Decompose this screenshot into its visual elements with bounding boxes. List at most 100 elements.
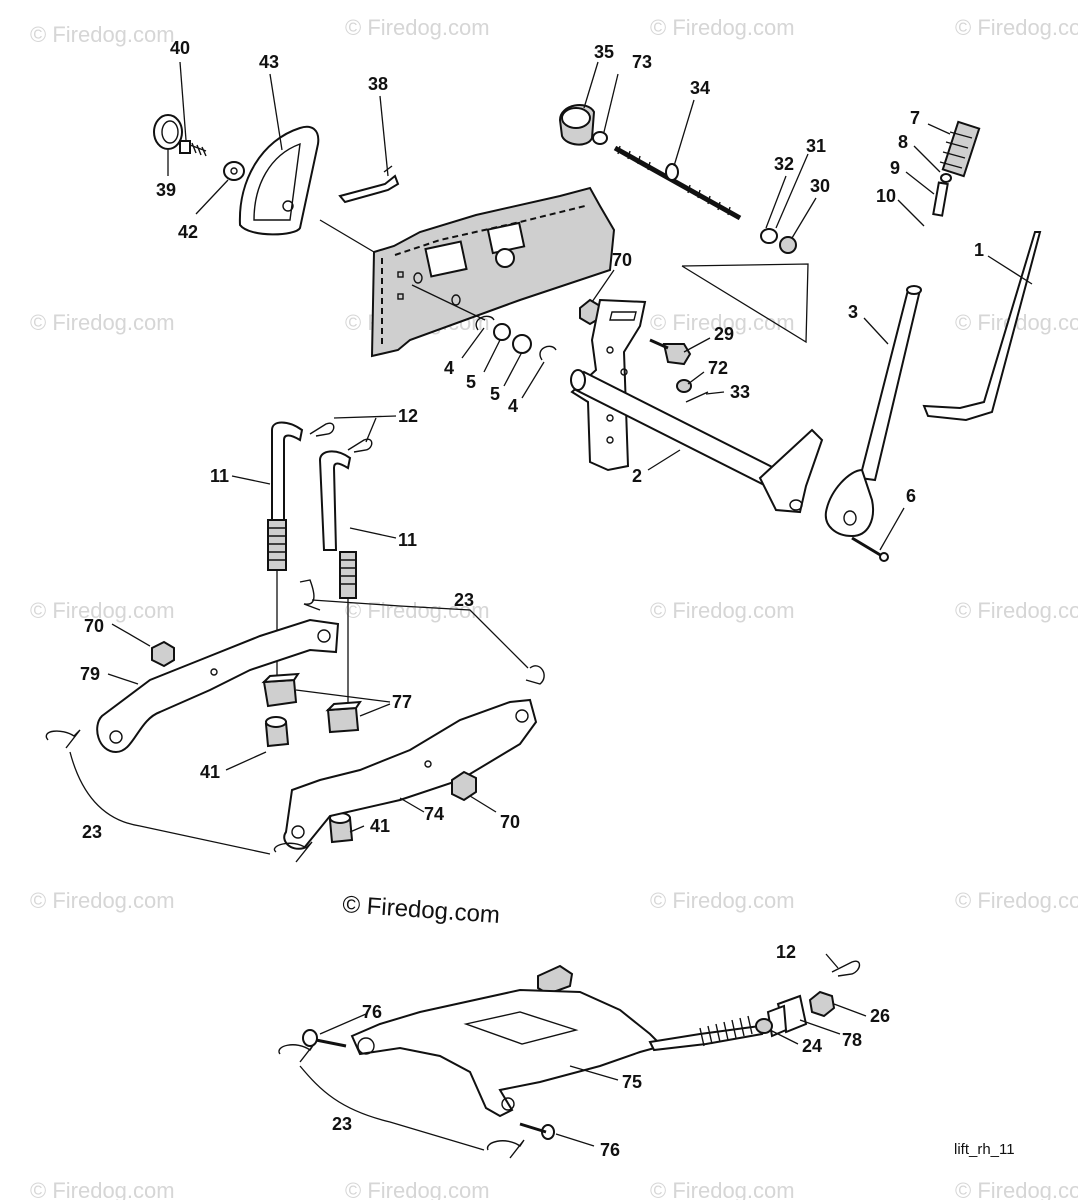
leader-lines	[107, 61, 1033, 1147]
callout-75: 75	[622, 1072, 642, 1092]
callout-24: 24	[802, 1036, 822, 1056]
part-70-flange-nut	[151, 640, 175, 668]
part-77-swivel-block	[261, 672, 362, 734]
part-35-knob	[558, 104, 596, 146]
callout-31: 31	[806, 136, 826, 156]
callout-7: 7	[910, 108, 920, 128]
part-76-pin	[302, 1029, 555, 1140]
copyright-text: © Firedog.com	[342, 891, 501, 929]
part-8-spring	[940, 173, 952, 183]
watermark-text: © Firedog.com	[650, 888, 795, 913]
part-78-clevis	[766, 994, 808, 1038]
part-73-washer	[592, 131, 608, 145]
callout-73: 73	[632, 52, 652, 72]
callout-33: 33	[730, 382, 750, 402]
watermark-text: © Firedog.com	[955, 888, 1078, 913]
callout-70: 70	[84, 616, 104, 636]
callout-35: 35	[594, 42, 614, 62]
part-2-lift-shaft	[570, 298, 824, 514]
watermark-text: © Firedog.com	[650, 15, 795, 40]
callout-1: 1	[974, 240, 984, 260]
callout-74: 74	[424, 804, 444, 824]
callout-5: 5	[490, 384, 500, 404]
part-3-lift-lever	[824, 285, 922, 538]
part-4-e-ring	[475, 315, 495, 331]
part-29-pivot	[649, 338, 692, 366]
callout-70: 70	[612, 250, 632, 270]
callout-4: 4	[508, 396, 518, 416]
watermark-text: © Firedog.com	[345, 15, 490, 40]
part-23-hairpin-clip	[278, 1043, 525, 1159]
callout-26: 26	[870, 1006, 890, 1026]
part-23-hairpin-clip	[45, 729, 313, 863]
part-72-nut	[676, 379, 692, 393]
watermark-text: © Firedog.com	[30, 1178, 175, 1200]
frame-bracket	[319, 186, 616, 358]
callout-12: 12	[776, 942, 796, 962]
watermark-layer: © Firedog.com © Firedog.com © Firedog.co…	[30, 15, 1078, 1200]
callout-labels: 40 43 38 39 42 35 73 34 32 31 30 7 8 9 1…	[80, 38, 984, 1160]
callout-72: 72	[708, 358, 728, 378]
callout-41: 41	[370, 816, 390, 836]
watermark-text: © Firedog.com	[345, 598, 490, 623]
part-1-rod	[922, 231, 1042, 422]
part-40-screw	[179, 140, 207, 157]
watermark-text: © Firedog.com	[30, 598, 175, 623]
callout-12: 12	[398, 406, 418, 426]
callout-5: 5	[466, 372, 476, 392]
part-70-flange-nut	[451, 770, 477, 802]
callout-23: 23	[332, 1114, 352, 1134]
part-9-button	[932, 181, 949, 217]
callout-43: 43	[259, 52, 279, 72]
part-24-nut	[755, 1018, 773, 1034]
callout-4: 4	[444, 358, 454, 378]
callout-11: 11	[398, 530, 417, 550]
callout-32: 32	[774, 154, 794, 174]
callout-42: 42	[178, 222, 198, 242]
callout-8: 8	[898, 132, 908, 152]
part-34-threaded-rod	[613, 145, 742, 221]
callout-39: 39	[156, 180, 176, 200]
part-23-hairpin-clip	[299, 579, 545, 685]
drawing-reference: lift_rh_11	[954, 1141, 1015, 1158]
part-4-e-ring	[539, 345, 557, 361]
part-39-cap	[153, 114, 183, 150]
callout-23: 23	[82, 822, 102, 842]
part-38-spring-clip	[338, 165, 400, 204]
watermark-text: © Firedog.com	[650, 1178, 795, 1200]
part-12-hairpin-clip	[309, 422, 373, 453]
part-42-washer	[223, 161, 245, 181]
callout-79: 79	[80, 664, 100, 684]
callout-70: 70	[500, 812, 520, 832]
part-11-lift-link	[267, 421, 357, 706]
part-33-screw	[685, 391, 709, 403]
callout-3: 3	[848, 302, 858, 322]
callout-23: 23	[454, 590, 474, 610]
watermark-text: © Firedog.com	[30, 888, 175, 913]
callout-29: 29	[714, 324, 734, 344]
watermark-text: © Firedog.com	[955, 15, 1078, 40]
watermark-text: © Firedog.com	[650, 310, 795, 335]
callout-6: 6	[906, 486, 916, 506]
watermark-text: © Firedog.com	[30, 22, 175, 47]
callout-41: 41	[200, 762, 220, 782]
callout-77: 77	[392, 692, 412, 712]
callout-9: 9	[890, 158, 900, 178]
part-6-pin	[851, 536, 889, 562]
part-75-lift-bracket	[350, 988, 764, 1118]
callout-2: 2	[632, 466, 642, 486]
part-12-hairpin-clip	[831, 960, 861, 977]
part-5-washer	[493, 323, 532, 354]
callout-30: 30	[810, 176, 830, 196]
part-79-lift-arm	[96, 618, 340, 754]
part-7-grip	[939, 120, 981, 178]
callout-40: 40	[170, 38, 190, 58]
part-74-lift-arm	[283, 698, 538, 850]
watermark-text: © Firedog.com	[650, 598, 795, 623]
callout-10: 10	[876, 186, 896, 206]
watermark-text: © Firedog.com	[30, 310, 175, 335]
assembly-box-lines	[681, 263, 809, 344]
watermark-text: © Firedog.com	[955, 598, 1078, 623]
callout-78: 78	[842, 1030, 862, 1050]
